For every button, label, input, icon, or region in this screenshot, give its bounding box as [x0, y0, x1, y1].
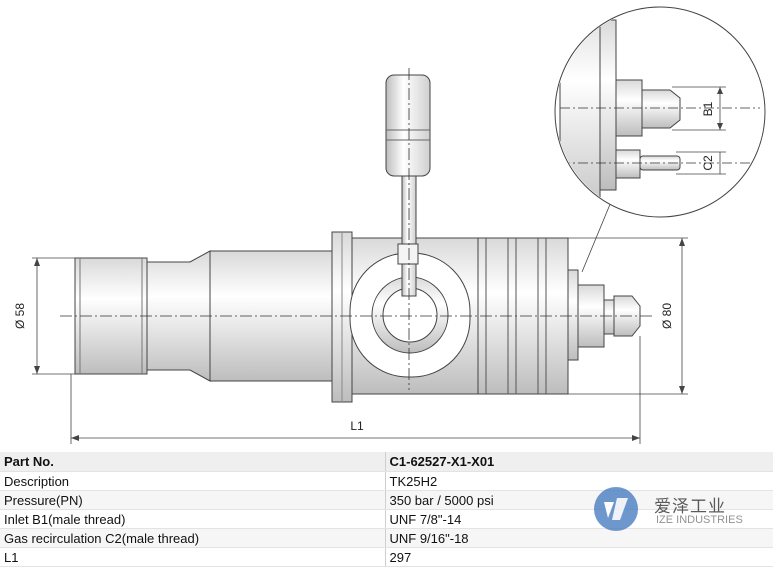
table-header-row: Part No. C1-62527-X1-X01 [0, 452, 773, 472]
spec-table: Part No. C1-62527-X1-X01 Description TK2… [0, 452, 773, 567]
dim-80-label: Ø 80 [660, 303, 674, 329]
dim-80 [568, 237, 688, 395]
dim-l1 [70, 336, 641, 444]
row-value: 297 [384, 547, 773, 567]
flange [331, 231, 353, 403]
dim-b1-label: B1 [701, 101, 715, 116]
row-value: UNF 9/16"-18 [384, 528, 773, 548]
dim-58-label: Ø 58 [13, 303, 27, 329]
row-label: Description [0, 471, 385, 491]
ize-logo-icon [594, 487, 638, 531]
part-no-label: Part No. [0, 452, 385, 472]
detail-view [554, 6, 766, 218]
row-label: Inlet B1(male thread) [0, 509, 385, 529]
row-value: 350 bar / 5000 psi [384, 490, 773, 510]
row-value: UNF 7/8"-14 [384, 509, 773, 529]
row-label: L1 [0, 547, 385, 567]
table-row: Inlet B1(male thread) UNF 7/8"-14 [0, 509, 773, 529]
row-label: Pressure(PN) [0, 490, 385, 510]
part-no-value: C1-62527-X1-X01 [384, 452, 773, 472]
table-row: L1 297 [0, 547, 773, 567]
watermark: 爱泽工业 IZE INDUSTRIES [590, 484, 760, 534]
row-label: Gas recirculation C2(male thread) [0, 528, 385, 548]
dim-c2-label: C2 [701, 155, 715, 171]
dim-58 [32, 257, 75, 375]
row-value: TK25H2 [384, 471, 773, 491]
outlet-fitting [567, 269, 641, 361]
table-row: Gas recirculation C2(male thread) UNF 9/… [0, 528, 773, 548]
watermark-english: IZE INDUSTRIES [656, 514, 743, 526]
table-row: Description TK25H2 [0, 471, 773, 491]
dim-l1-label: L1 [350, 419, 364, 433]
watermark-chinese: 爱泽工业 [654, 497, 726, 517]
technical-drawing: Ø 58 Ø 80 L1 [13, 6, 766, 444]
table-row: Pressure(PN) 350 bar / 5000 psi [0, 490, 773, 510]
